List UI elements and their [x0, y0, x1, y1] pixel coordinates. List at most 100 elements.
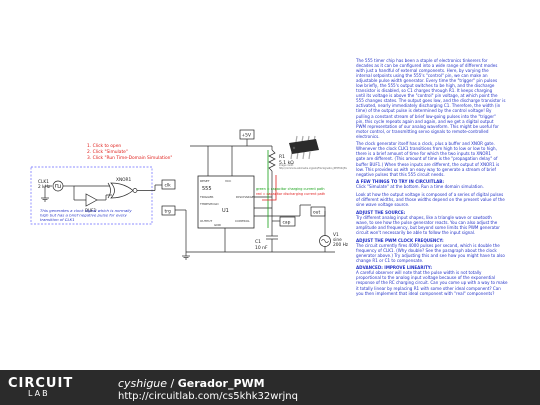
- photo-caption: Image credit:: [279, 164, 294, 167]
- description-paragraph: The 555 timer chip has been a staple of …: [356, 58, 536, 139]
- description-line: pulling a constant stream of brief low-g…: [356, 113, 496, 119]
- description-line: low. This provides us with an easy way t…: [356, 166, 496, 172]
- node-cap-box[interactable]: [279, 216, 296, 227]
- xnor1-gate[interactable]: [110, 182, 134, 199]
- description-line: adjustable pulse width generator. Every …: [356, 78, 498, 84]
- description-line: internal setpoints using the 555's "cont…: [356, 73, 488, 79]
- description-line: 555 changes states. The output goes low,…: [356, 98, 506, 104]
- description-paragraph: A FEW THINGS TO TRY IN CIRCUITLAB:Click …: [356, 179, 536, 189]
- description-heading: ADJUST THE SOURCE:: [356, 209, 406, 215]
- description-line: it totally linear by replacing R1 with s…: [356, 285, 501, 291]
- chip-photo: [289, 135, 319, 160]
- description-line: you then implement that ideal component …: [356, 290, 495, 296]
- description-line: Click "Simulate" at the bottom. Run a ti…: [356, 184, 484, 190]
- clock-generator-note: This generates a clock signal which is n…: [40, 208, 132, 222]
- description-line: generator above.) Try adjusting this and…: [356, 252, 505, 258]
- u1-type: 555: [202, 186, 212, 192]
- description-heading: ADVANCED: IMPROVE LINEARITY:: [356, 265, 433, 271]
- description-line: gate are different. (This amount of time…: [356, 156, 498, 162]
- node-trg-box[interactable]: [161, 205, 176, 216]
- pin-control: CONTROL: [235, 219, 250, 223]
- description-line: A careful observer will note that the pu…: [356, 270, 482, 276]
- description-line: sine wave voltage source.: [356, 202, 410, 208]
- svg-text:high but has a brief negative: high but has a brief negative pulse for …: [40, 213, 128, 218]
- description-line: of different widths, and those widths de…: [356, 197, 505, 202]
- c1-value: 10 nF: [255, 245, 268, 251]
- timer-555-body[interactable]: [197, 175, 255, 229]
- description-paragraph: ADJUST THE SOURCE:Try different analog i…: [356, 210, 536, 235]
- logo-line-1: CIRCUIT: [8, 376, 74, 391]
- description-line: buffer BUF1.) When these inputs are diff…: [356, 161, 500, 167]
- pin-discharge: DISCHARGE: [236, 195, 254, 199]
- description-line: circuit won't necessarily be able to fol…: [356, 229, 476, 235]
- instruction-2: 2. Click "Simulate": [87, 149, 128, 155]
- photo-url: http://commons.wikimedia.org/wiki/File:S…: [279, 167, 347, 170]
- description-line: Look at how the output voltage is compos…: [356, 191, 504, 197]
- description-line: wave, to see how the pulse generator rea…: [356, 219, 498, 225]
- node-clk-box[interactable]: [161, 179, 176, 190]
- svg-text:transition of CLK1: transition of CLK1: [40, 217, 75, 222]
- instruction-1: 1. Click to open: [87, 143, 121, 149]
- description-line: there is a brief amount of time for whic…: [356, 151, 491, 157]
- project-name[interactable]: Gerador_PWM: [177, 377, 265, 390]
- clk1-label: CLK1: [38, 179, 49, 185]
- supply-5v-label: +5V: [242, 133, 251, 139]
- description-line: amplitude and frequency, but beyond some…: [356, 224, 500, 230]
- node-out-label: out: [313, 210, 320, 216]
- clock-generator-box: [30, 166, 153, 225]
- xnor1-label: XNOR1: [116, 177, 132, 183]
- description-line: until its voltage is above the "control"…: [356, 93, 498, 99]
- description-line: The circuit currently fires 4000 pulses …: [356, 242, 500, 248]
- pin-threshold: THRESHOLD: [199, 202, 219, 206]
- project-title: cyshigue / Gerador_PWM: [118, 377, 265, 390]
- main-circuit-wires: [175, 139, 335, 253]
- node-cap-label: cap: [283, 221, 291, 226]
- c1-name: C1: [255, 239, 261, 245]
- description-line: The 555 timer chip has been a staple of …: [356, 58, 488, 63]
- probe-green-label: green = capacitor charging current path: [256, 187, 325, 191]
- description-line: PWM representation of our analog wavefor…: [356, 123, 499, 129]
- description-line: activated, nearly immediately dischargin…: [356, 103, 501, 109]
- circuitlab-logo[interactable]: CIRCUIT LAB: [8, 376, 73, 398]
- pin-reset: RESET: [200, 179, 210, 183]
- pin-output: OUTPUT: [200, 219, 212, 223]
- description-line: low briefly, the 555's output switches t…: [356, 83, 495, 89]
- description-line: proportional to the analog input voltage…: [356, 275, 496, 281]
- description-heading: ADJUST THE PWM CLOCK FREQUENCY:: [356, 237, 444, 243]
- node-trg-label: trg: [165, 209, 171, 215]
- description-line: response of the RC charging circuit. Can…: [356, 280, 508, 286]
- schematic-canvas[interactable]: 1. Click to open 2. Click "Simulate" 3. …: [0, 0, 540, 370]
- pin-vcc: VCC: [225, 179, 231, 183]
- description-line: motor control, or transmitting servo sig…: [356, 128, 489, 134]
- ground-symbol: [182, 252, 190, 260]
- buf1-label: BUF1: [85, 208, 97, 214]
- footer-bar: CIRCUIT LAB cyshigue / Gerador_PWM http:…: [0, 370, 540, 405]
- pin-trigger: TRIGGER: [199, 195, 213, 199]
- description-line: frequency of CLK1. (Why double? See the …: [356, 247, 497, 253]
- logo-line-2: LAB: [28, 389, 50, 398]
- description-line: pin, this cycle repeats again and again,…: [356, 118, 494, 124]
- description-line: with just a handful of external componen…: [356, 68, 489, 74]
- description-paragraph: ADJUST THE PWM CLOCK FREQUENCY:The circu…: [356, 238, 536, 263]
- sine-icon: [321, 238, 329, 244]
- node-labels: clk trg cap out +5V: [161, 129, 326, 227]
- author-name[interactable]: cyshigue: [118, 377, 168, 390]
- instructions: 1. Click to open 2. Click "Simulate" 3. …: [87, 143, 172, 161]
- instruction-3: 3. Click "Run Time-Domain Simulation": [87, 155, 172, 161]
- description-paragraph: Look at how the output voltage is compos…: [356, 192, 536, 207]
- description-line: The clock generator itself has a clock, …: [356, 141, 495, 147]
- svg-text:This generates a clock signal: This generates a clock signal which is n…: [40, 208, 132, 213]
- description-panel: The 555 timer chip has been a staple of …: [356, 58, 536, 366]
- description-paragraph: The clock generator itself has a clock, …: [356, 141, 536, 176]
- description-heading: A FEW THINGS TO TRY IN CIRCUITLAB:: [356, 179, 445, 185]
- description-line: change R1 or C1 to compensate.: [356, 257, 424, 263]
- clock-generator: [41, 180, 162, 207]
- u1-name: U1: [222, 208, 229, 214]
- buf1-gate[interactable]: [85, 193, 98, 207]
- description-line: time) of the output pulse is determined …: [356, 108, 492, 114]
- title-separator: /: [167, 377, 178, 390]
- description-line: decades as it can be configured into a w…: [356, 63, 498, 69]
- project-url-link[interactable]: http://circuitlab.com/cs5khk32wrjnq: [118, 391, 298, 402]
- pin-gnd: GND: [214, 223, 222, 227]
- v1-name: V1: [333, 232, 339, 238]
